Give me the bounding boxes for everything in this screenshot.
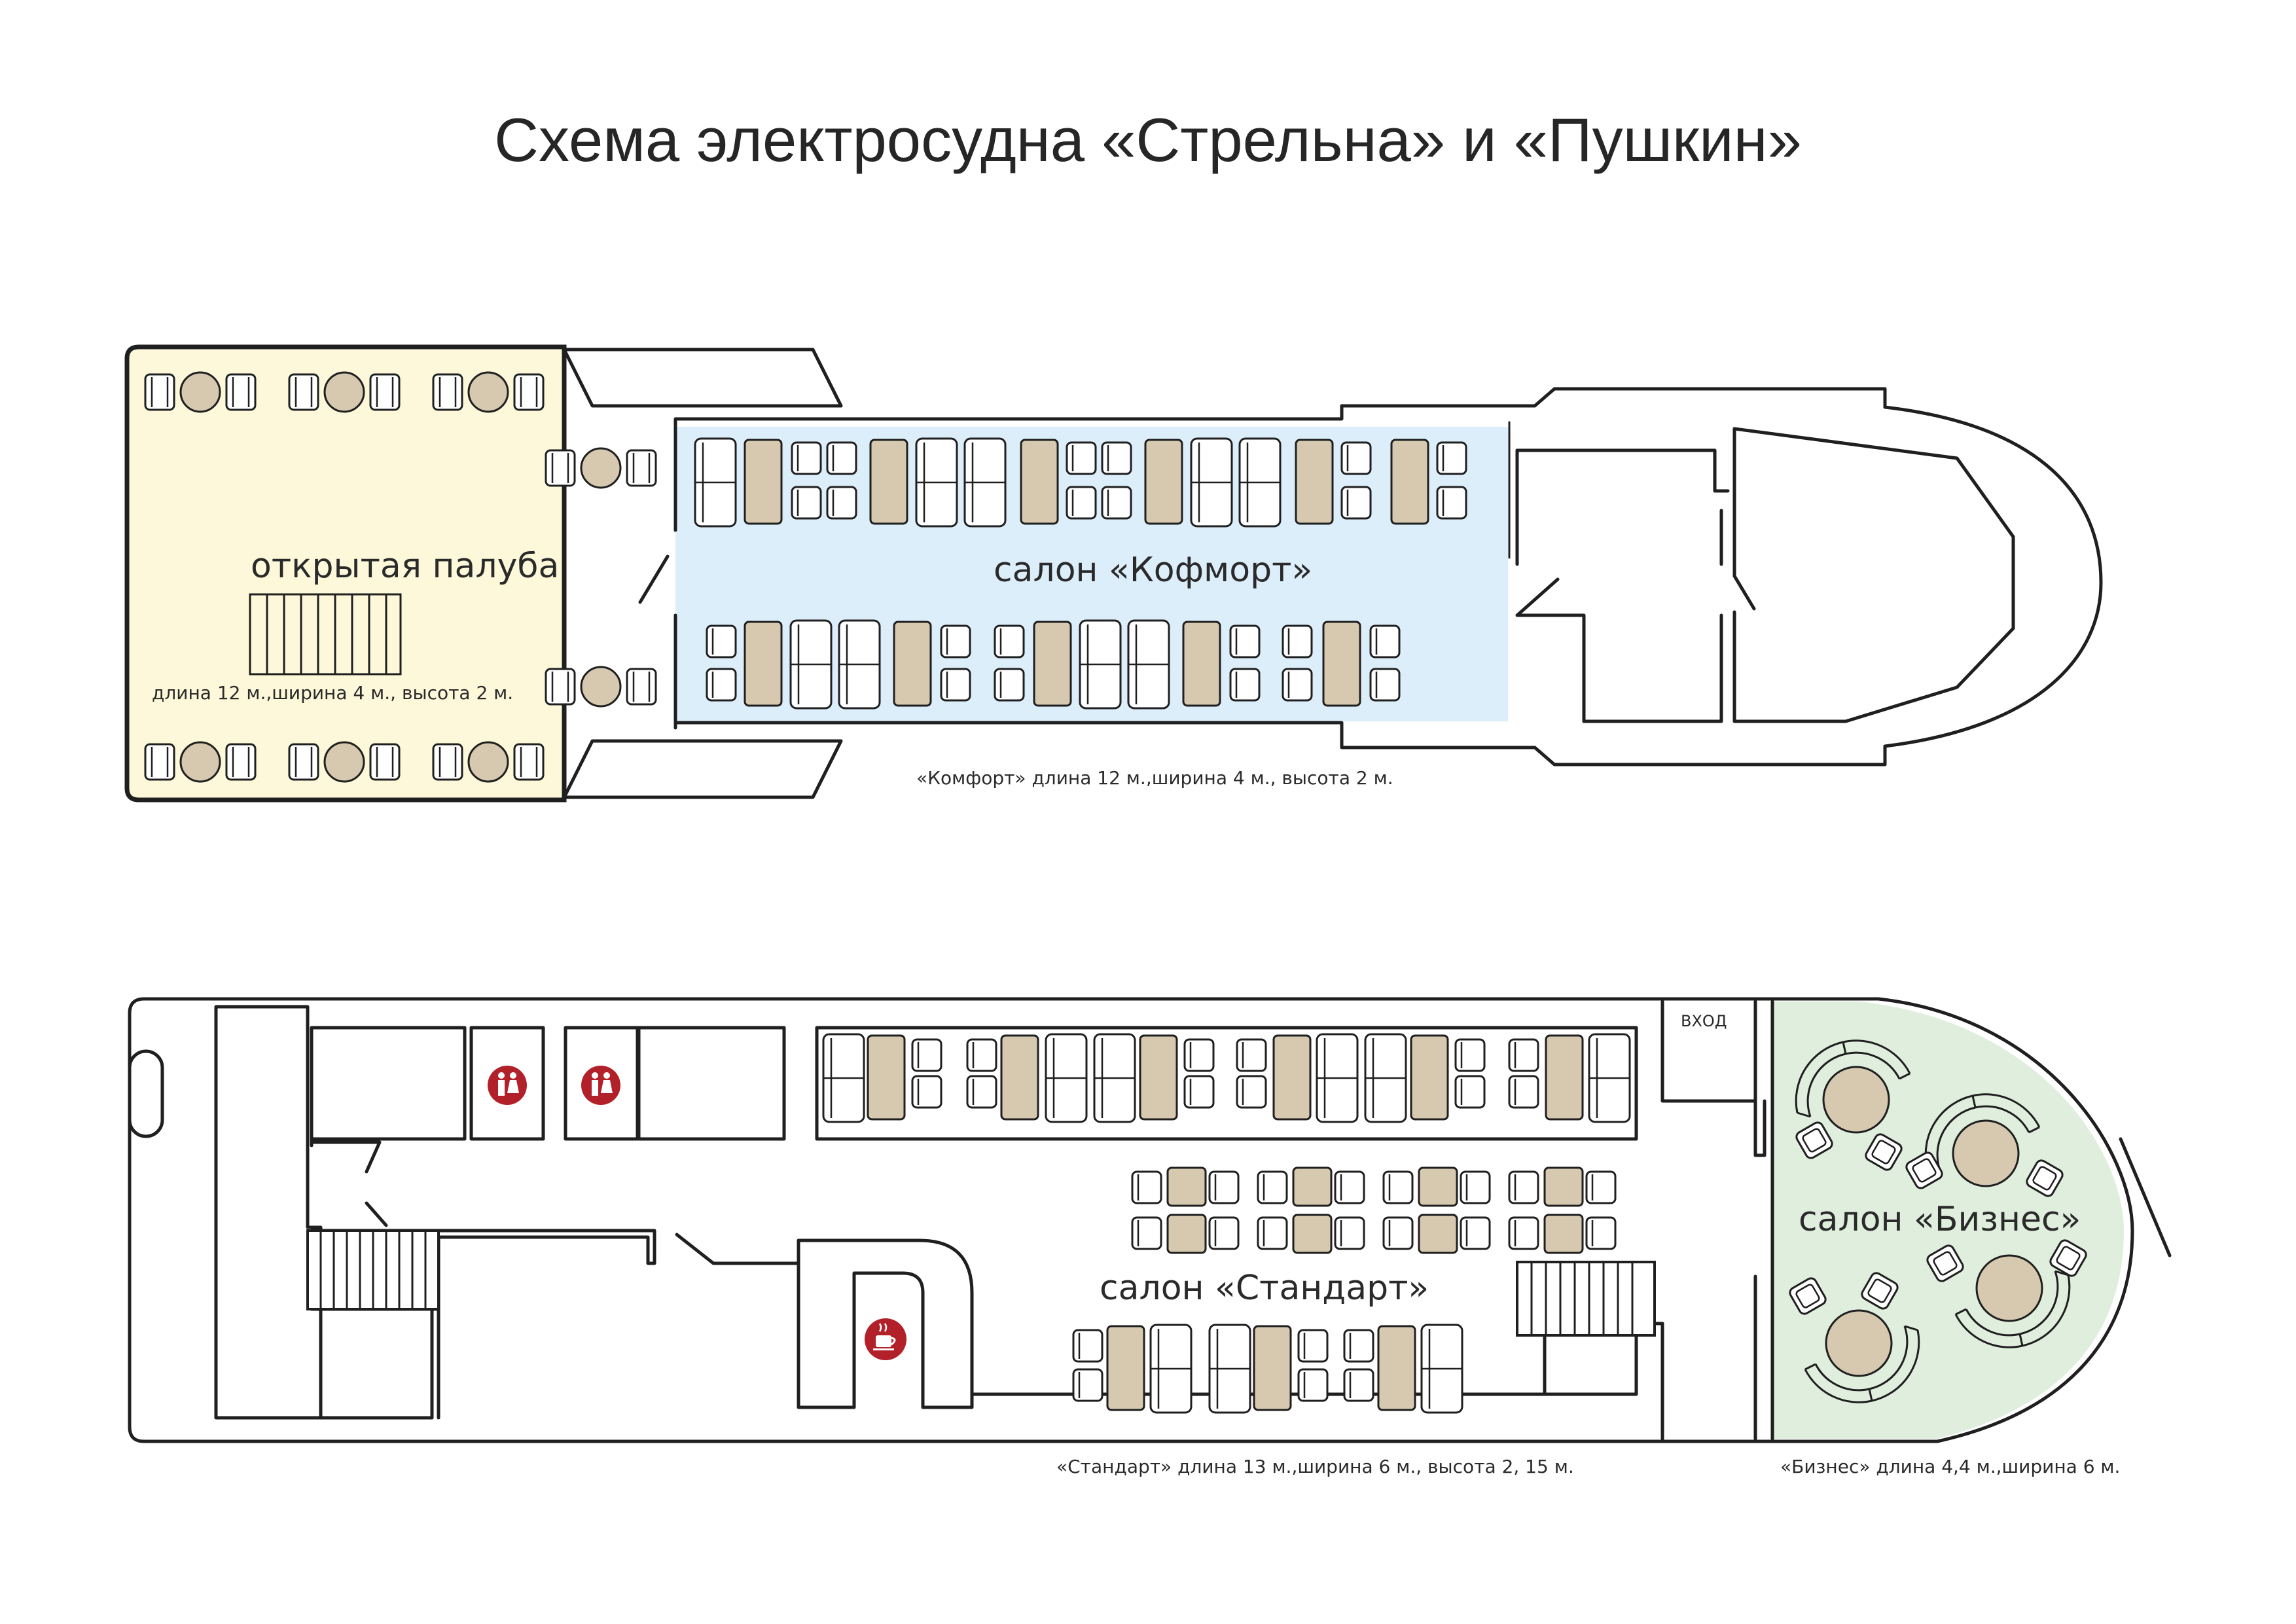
- business-salon-label: салон «Бизнес»: [1799, 1200, 2081, 1239]
- standard-seats-bottom: [1072, 1324, 1463, 1414]
- main-deck: ВХОД салон «Стандарт» салон «Бизнес» «Ст…: [128, 997, 2172, 1477]
- standard-seats-top: [822, 1033, 1631, 1123]
- wc-icon: [581, 1066, 620, 1105]
- standard-dims: «Стандарт» длина 13 м.,ширина 6 м., высо…: [1056, 1456, 1574, 1477]
- comfort-dims: «Комфорт» длина 12 м.,ширина 4 м., высот…: [916, 767, 1393, 789]
- page-title: Схема электросудна «Стрельна» и «Пушкин»: [494, 105, 1802, 174]
- stairs: [249, 593, 402, 676]
- coffee-cup-icon: [865, 1318, 906, 1360]
- top-deck: открытая палуба длина 12 м.,ширина 4 м.,…: [124, 344, 2103, 803]
- standard-seats-middle: [1131, 1166, 1617, 1254]
- stairs-main-right: [1516, 1261, 1656, 1337]
- open-deck-dims: длина 12 м.,ширина 4 м., высота 2 м.: [152, 682, 513, 704]
- stairs-main-left: [306, 1229, 440, 1310]
- comfort-salon-label: салон «Кофморт»: [994, 550, 1312, 590]
- open-deck-area: [124, 344, 567, 803]
- open-deck-label: открытая палуба: [251, 547, 559, 586]
- entrance-label: ВХОД: [1681, 1012, 1727, 1030]
- standard-salon-label: салон «Стандарт»: [1100, 1269, 1429, 1308]
- wc-icon: [488, 1066, 527, 1105]
- business-dims: «Бизнес» длина 4,4 м.,ширина 6 м.: [1780, 1456, 2120, 1477]
